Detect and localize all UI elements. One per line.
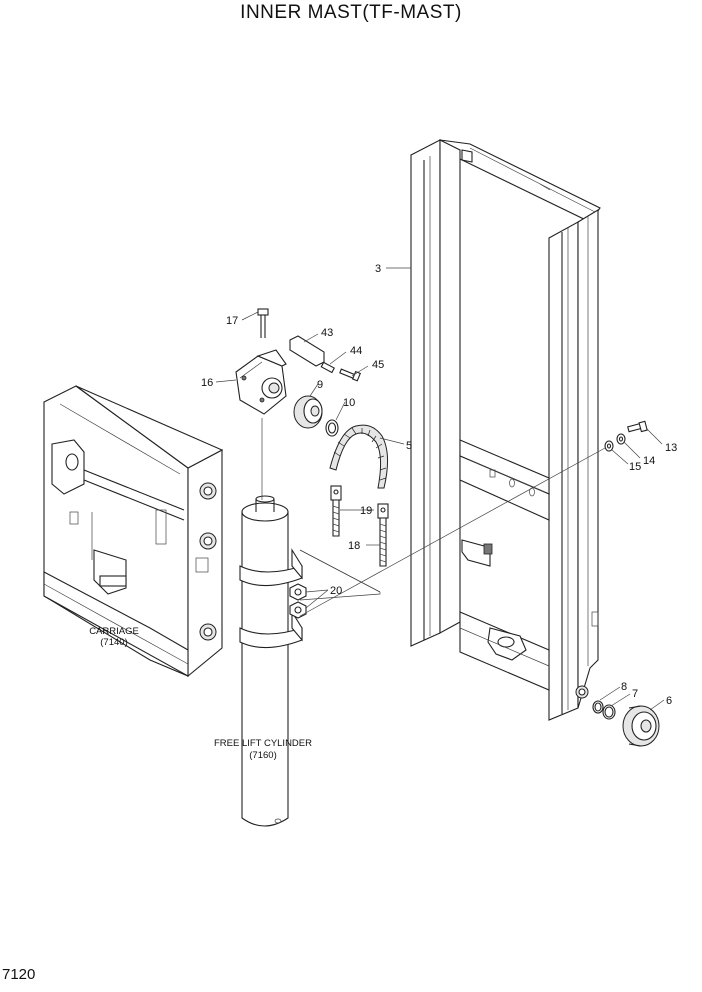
callout-10: 10 [343,397,355,409]
inner-mast [410,139,601,721]
callout-7: 7 [632,688,638,700]
callout-6: 6 [666,695,672,707]
leader-lines [215,267,665,711]
callouts: 3 17 43 44 45 16 9 10 5 13 14 15 19 18 2… [201,263,677,707]
callout-44: 44 [350,345,362,357]
callout-43: 43 [321,327,333,339]
callout-17: 17 [226,315,238,327]
carriage [43,385,224,678]
reference-labels: CARRIAGE (7140) FREE LIFT CYLINDER (7160… [89,626,312,761]
free-lift-cylinder [239,495,381,827]
callout-8: 8 [621,681,627,693]
callout-14: 14 [643,455,655,467]
callout-45: 45 [372,359,384,371]
callout-9: 9 [317,379,323,391]
page-number: 7120 [2,966,36,983]
callout-19: 19 [360,505,372,517]
callout-18: 18 [348,540,360,552]
side-hardware [299,420,660,747]
callout-20: 20 [330,585,342,597]
callout-16: 16 [201,377,213,389]
callout-13: 13 [665,442,677,454]
callout-3: 3 [375,263,381,275]
callout-15: 15 [629,461,641,473]
carriage-label: CARRIAGE [89,626,139,637]
page-title: INNER MAST(TF-MAST) [240,2,462,23]
callout-5: 5 [406,440,412,452]
cylinder-label: FREE LIFT CYLINDER [214,738,312,749]
sheave-bracket-assembly [235,308,361,500]
cylinder-code: (7160) [249,750,276,761]
chain-assembly [289,424,389,619]
carriage-code: (7140) [100,637,127,648]
